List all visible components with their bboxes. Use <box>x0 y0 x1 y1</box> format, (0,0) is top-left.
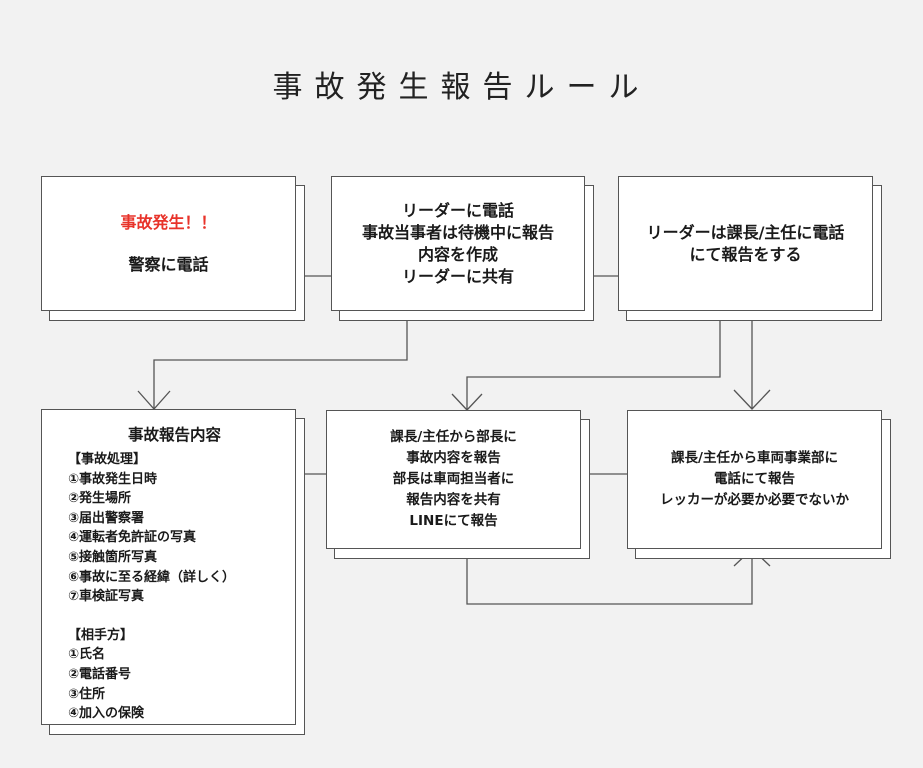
wait-line-4: リーダーに共有 <box>401 266 514 286</box>
accident-alert: 事故発生！！ <box>120 212 217 232</box>
leader-line-1: リーダーは課長/主任に電話 <box>646 222 845 242</box>
arrowhead-manager <box>451 393 483 411</box>
leader-box-node: リーダーは課長/主任に電話 にて報告をする <box>618 176 882 321</box>
accident-police-call: 警察に電話 <box>128 254 209 274</box>
list-item: ④加入の保険 <box>68 706 145 722</box>
wait-line-1: リーダーに電話 <box>401 200 514 220</box>
list-item: ③住所 <box>68 686 106 702</box>
connector-wait-details <box>153 311 408 410</box>
manager-line-2: 事故内容を報告 <box>406 450 501 466</box>
vehicle-box: 課長/主任から車両事業部に 電話にて報告 レッカーが必要か必要でないか <box>627 410 882 549</box>
vehicle-line-3: レッカーが必要か必要でないか <box>660 492 849 508</box>
page-title: 事故発生報告ルール <box>272 70 651 105</box>
details-box: 事故報告内容 【事故処理】 ①事故発生日時 ②発生場所 ③届出警察署 ④運転者免… <box>41 409 296 725</box>
details-heading: 事故報告内容 <box>128 426 222 444</box>
manager-line-3: 部長は車両担当者に <box>392 471 515 487</box>
accident-box-node: 事故発生！！ 警察に電話 <box>41 176 305 321</box>
arrowhead-vehicle <box>733 389 771 410</box>
accident-box: 事故発生！！ 警察に電話 <box>41 176 296 311</box>
leader-line-2: にて報告をする <box>689 244 802 264</box>
vehicle-box-node: 課長/主任から車両事業部に 電話にて報告 レッカーが必要か必要でないか <box>627 410 891 559</box>
list-item: ⑤接触箇所写真 <box>68 549 158 565</box>
section-other-party-title: 【相手方】 <box>68 627 134 643</box>
list-item: ⑥事故に至る経緯（詳しく） <box>68 569 236 585</box>
connector-leader-manager <box>466 311 721 410</box>
section-accident-title: 【事故処理】 <box>68 452 147 467</box>
list-item: ①事故発生日時 <box>68 471 158 487</box>
list-item: ②発生場所 <box>68 491 132 507</box>
wait-box: リーダーに電話 事故当事者は待機中に報告 内容を作成 リーダーに共有 <box>331 176 585 311</box>
list-item: ②電話番号 <box>68 666 132 682</box>
list-item: ④運転者免許証の写真 <box>68 530 197 546</box>
manager-line-4: 報告内容を共有 <box>406 492 501 508</box>
list-item: ③届出警察署 <box>68 510 145 526</box>
wait-line-2: 事故当事者は待機中に報告 <box>361 222 554 242</box>
vehicle-line-1: 課長/主任から車両事業部に <box>671 450 838 466</box>
list-item: ⑦車検証写真 <box>68 589 145 605</box>
vehicle-line-2: 電話にて報告 <box>714 471 795 487</box>
manager-box: 課長/主任から部長に 事故内容を報告 部長は車両担当者に 報告内容を共有 LIN… <box>326 410 581 549</box>
leader-box: リーダーは課長/主任に電話 にて報告をする <box>618 176 873 311</box>
manager-line-5: LINEにて報告 <box>409 513 498 529</box>
manager-line-1: 課長/主任から部長に <box>390 429 517 445</box>
wait-line-3: 内容を作成 <box>417 244 498 264</box>
list-item: ①氏名 <box>68 647 106 663</box>
wait-box-node: リーダーに電話 事故当事者は待機中に報告 内容を作成 リーダーに共有 <box>331 176 594 321</box>
arrowhead-details <box>137 390 171 410</box>
details-box-node: 事故報告内容 【事故処理】 ①事故発生日時 ②発生場所 ③届出警察署 ④運転者免… <box>41 409 305 735</box>
manager-box-node: 課長/主任から部長に 事故内容を報告 部長は車両担当者に 報告内容を共有 LIN… <box>326 410 590 559</box>
